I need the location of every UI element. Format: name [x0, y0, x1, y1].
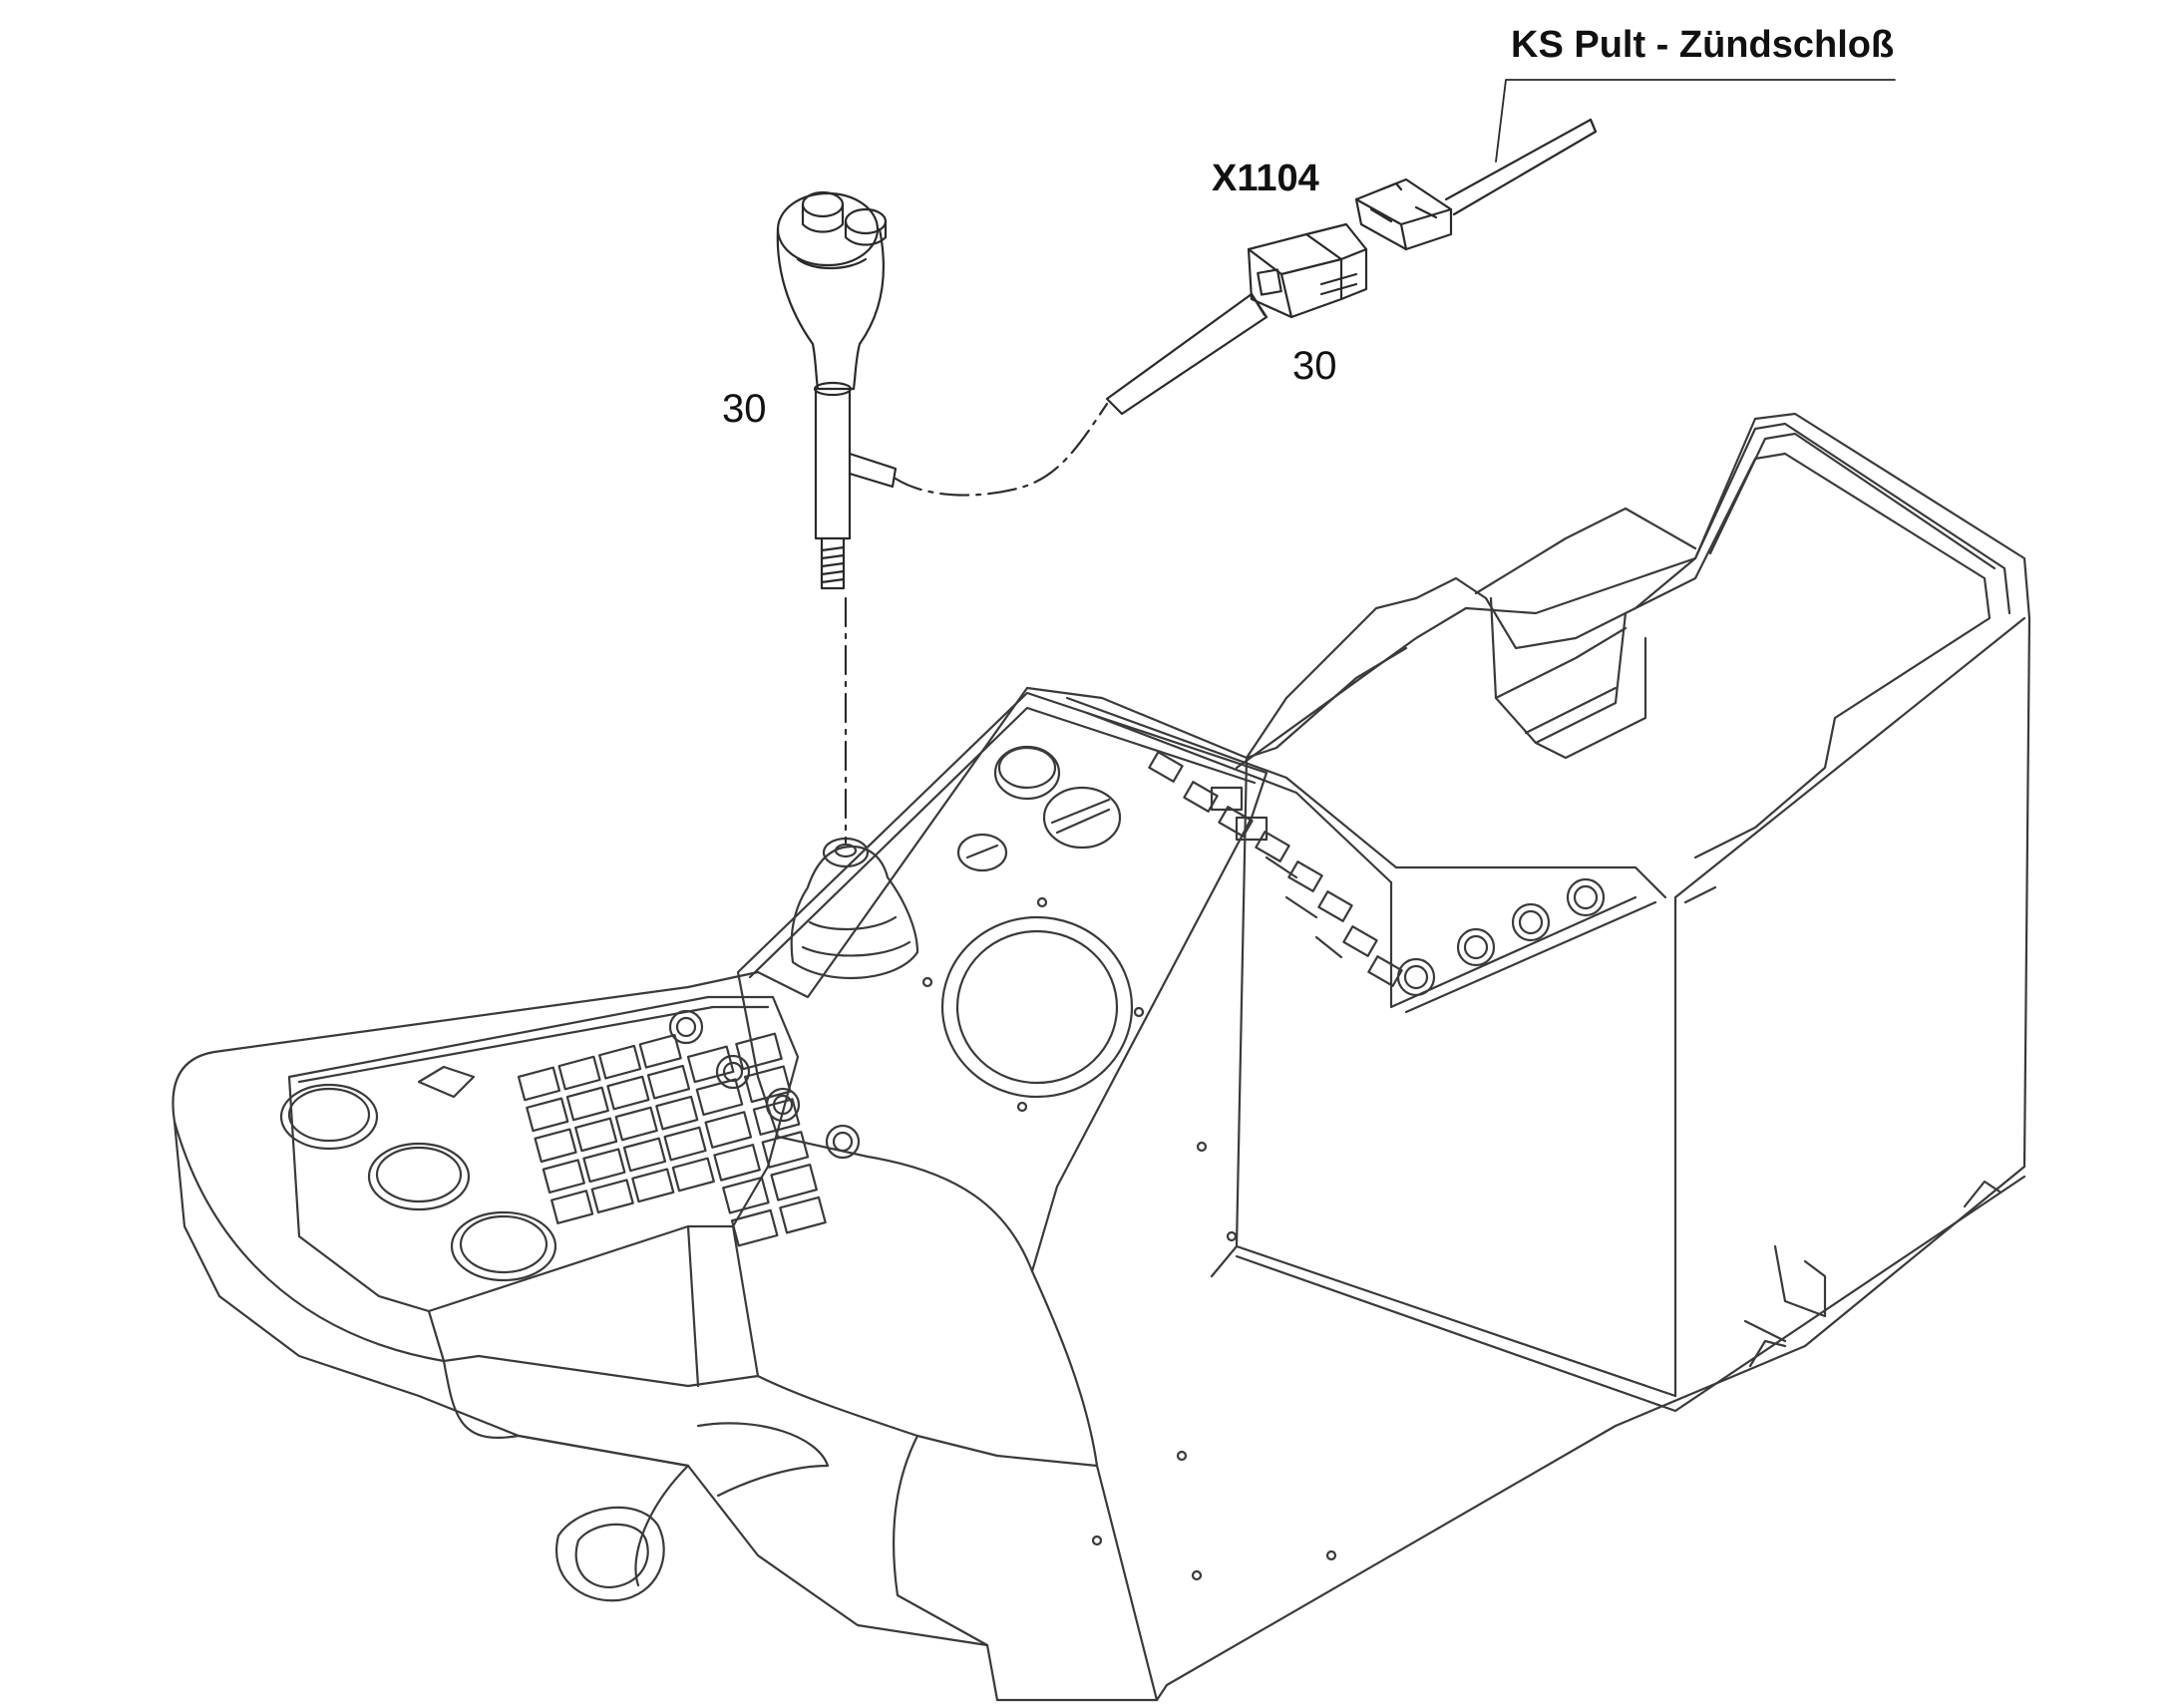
mating-connector	[1354, 118, 1598, 251]
harness-leader-line	[1495, 79, 1896, 163]
mounting-plate	[736, 691, 1337, 1581]
right-switch-panel	[1065, 696, 1667, 1014]
connector-id-label: X1104	[1212, 158, 1319, 199]
cable-dashed-path	[894, 402, 1109, 497]
item-number-connector: 30	[1292, 344, 1337, 388]
operator-console	[172, 412, 2031, 1702]
connector-x1104	[1105, 222, 1368, 416]
harness-label: KS Pult - Zündschloß	[1511, 24, 1895, 66]
item-number-joystick: 30	[722, 387, 767, 431]
left-switch-panel	[279, 1009, 861, 1282]
joystick	[776, 190, 898, 590]
